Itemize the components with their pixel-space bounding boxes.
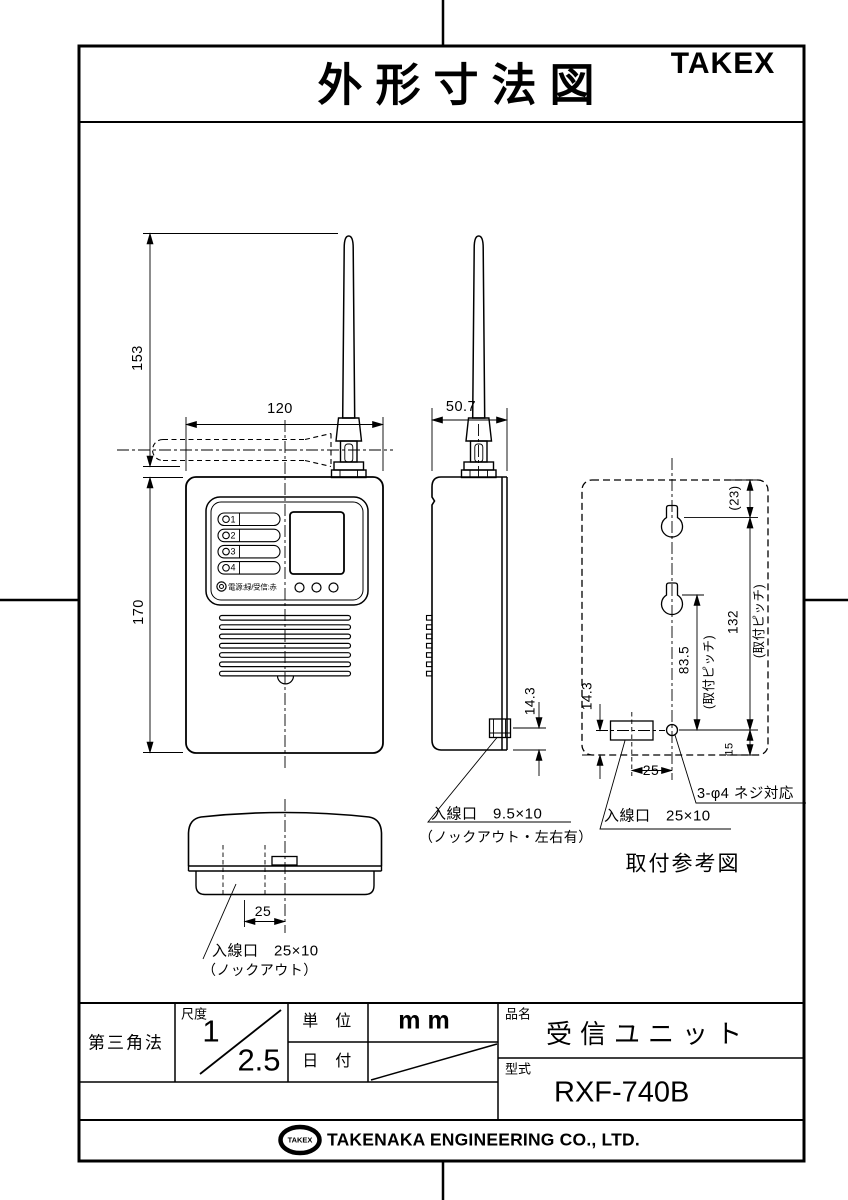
folded-antenna: [152, 432, 332, 468]
front-dimensions: [143, 232, 385, 754]
bottom-dimensions: [202, 883, 287, 960]
dim-mount-top-margin: (23): [726, 485, 742, 511]
screw-hole: [665, 723, 679, 737]
footer-logo-text: TAKEX: [287, 1135, 313, 1145]
dim-bottom-inlet-offset: 25: [254, 903, 272, 919]
title-block-lines: [79, 1002, 804, 1121]
led-label-1: 1: [230, 514, 236, 524]
front-view: [117, 232, 393, 768]
page-title: 外形寸法図: [317, 59, 608, 111]
date-label: 日 付: [302, 1053, 352, 1070]
product-name: 受信ユニット: [546, 1019, 751, 1049]
side-grille-ribs: [425, 614, 433, 677]
mount-dimensions: [582, 478, 806, 830]
mount-screw-note: 3-φ4 ネジ対応: [697, 785, 794, 802]
display-window: [289, 511, 345, 575]
dim-mount-pitch-full: 132: [725, 609, 741, 635]
dim-mount-pitch-lower: 83.5: [676, 645, 692, 675]
keyhole-slot-upper: [660, 504, 684, 538]
unit-label: 単 位: [302, 1013, 352, 1030]
mount-view-caption: 取付参考図: [625, 852, 741, 876]
led-label-2: 2: [230, 530, 236, 541]
scale-denominator: 2.5: [237, 1042, 281, 1078]
product-label: 品名: [505, 1006, 532, 1022]
footer-company-name: TAKENAKA ENGINEERING CO., LTD.: [327, 1129, 640, 1150]
side-dimensions: [427, 408, 571, 823]
dim-antenna-length: 153: [129, 345, 146, 371]
bottom-inlet-slot: [271, 855, 298, 866]
keyhole-slot-lower: [660, 582, 684, 616]
bottom-view: [187, 799, 383, 960]
dim-mount-inlet-offset: 25: [642, 762, 660, 778]
dim-mount-pitch-full-label: (取付ピッチ): [751, 583, 766, 659]
led-label-3: 3: [230, 546, 236, 557]
dim-mount-bottom-margin: 15: [723, 742, 736, 756]
dim-front-width: 120: [267, 400, 293, 417]
scale-label: 尺度: [181, 1006, 208, 1022]
model-label: 型式: [505, 1061, 532, 1077]
scale-numerator: 1: [202, 1013, 220, 1049]
mount-view: [581, 458, 806, 830]
projection-method: 第三角法: [88, 1033, 164, 1053]
bottom-inlet-note-line1: 入線口 25×10: [212, 942, 319, 960]
power-led-label: 電源:緑/受信:赤: [228, 582, 277, 592]
power-led-icon: [216, 581, 227, 592]
unit-value: mm: [398, 1006, 457, 1035]
model-value: RXF-740B: [554, 1076, 690, 1109]
front-antenna: [330, 235, 367, 479]
dim-front-height: 170: [130, 599, 147, 625]
indicator-dots: [294, 582, 339, 593]
led-rows: [217, 512, 281, 575]
led-label-4: 4: [230, 562, 236, 573]
side-view: [425, 235, 571, 823]
dim-mount-pitch-lower-label: (取付ピッチ): [701, 634, 716, 710]
side-knockout: [488, 718, 512, 739]
footer-logo-oval: [278, 1124, 322, 1156]
dim-mount-inlet-height: 14.3: [579, 681, 595, 711]
dim-side-inlet-height: 14.3: [522, 686, 538, 716]
brand-logo: TAKEX: [670, 47, 776, 80]
dim-side-depth: 50.7: [445, 398, 477, 415]
side-inlet-note-line2: （ノックアウト・左右有）: [419, 829, 593, 845]
bottom-inlet-note-line2: （ノックアウト）: [202, 962, 318, 978]
side-inlet-note-line1: 入線口 9.5×10: [431, 805, 543, 823]
mount-inlet-note: 入線口 25×10: [604, 807, 711, 825]
